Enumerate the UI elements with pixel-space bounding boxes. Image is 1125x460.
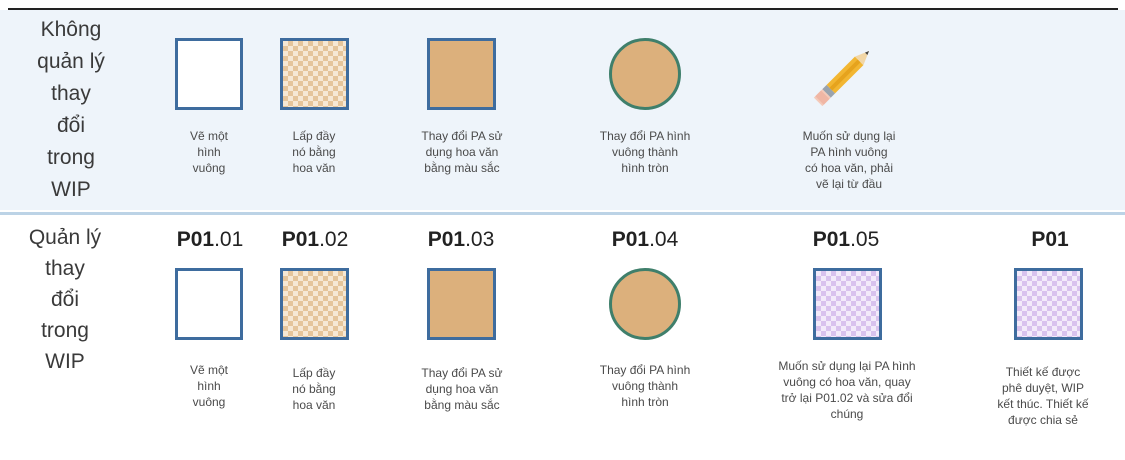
row-label-line: WIP xyxy=(51,178,91,201)
circle-icon xyxy=(609,38,681,110)
color-square-icon xyxy=(427,268,496,340)
step-caption: Vẽ một hình vuông xyxy=(189,129,228,175)
row-divider xyxy=(0,212,1125,215)
step-caption: Muốn sử dụng lại PA hình vuông có hoa vă… xyxy=(802,129,896,191)
purple-square-icon xyxy=(1014,268,1083,340)
row-label-line: đổi xyxy=(50,288,80,311)
step-caption: Vẽ một hình vuông xyxy=(189,363,228,409)
step-caption: Thiết kế được phê duyệt, WIP kết thúc. T… xyxy=(997,365,1089,427)
step-caption: Thay đổi PA sử dụng hoa văn bằng màu sắc xyxy=(421,129,503,175)
patterned-square-icon xyxy=(280,38,349,110)
version-label: P01.03 xyxy=(427,228,495,251)
row-label-line: trong xyxy=(47,146,95,169)
top-rule xyxy=(8,8,1118,10)
row-label-line: Không xyxy=(40,18,102,41)
row-label-line: đổi xyxy=(56,114,86,137)
version-label: P01.02 xyxy=(281,228,349,251)
row-label-line: thay xyxy=(51,82,91,105)
row-label-line: Quản lý xyxy=(28,226,102,249)
version-label: P01.05 xyxy=(812,228,880,251)
row-without-wip-background xyxy=(0,10,1125,210)
step-caption: Lấp đầy nó bằng hoa văn xyxy=(292,129,336,175)
color-square-icon xyxy=(427,38,496,110)
step-caption: Thay đổi PA sử dụng hoa văn bằng màu sắc xyxy=(421,366,503,412)
version-label: P01.04 xyxy=(611,228,679,251)
step-caption: Thay đổi PA hình vuông thành hình tròn xyxy=(599,129,691,175)
circle-icon xyxy=(609,268,681,340)
blank-square-icon xyxy=(175,38,243,110)
step-caption: Muốn sử dụng lại PA hình vuông có hoa vă… xyxy=(778,359,916,421)
step-caption: Thay đổi PA hình vuông thành hình tròn xyxy=(599,363,691,409)
patterned-square-icon xyxy=(280,268,349,340)
blank-square-icon xyxy=(175,268,243,340)
step-caption: Lấp đầy nó bằng hoa văn xyxy=(292,366,336,412)
row-label-line: WIP xyxy=(45,350,85,373)
row-label-line: thay xyxy=(45,257,85,280)
row-label-line: trong xyxy=(41,319,89,342)
row-label-without-wip: Không quản lý thay đổi trong WIP xyxy=(16,14,126,206)
pencil-icon xyxy=(813,50,870,107)
row-label-line: quản lý xyxy=(37,50,105,73)
version-label: P01 xyxy=(1031,228,1069,251)
purple-square-icon xyxy=(813,268,882,340)
version-label: P01.01 xyxy=(176,228,244,251)
row-label-with-wip: Quản lý thay đổi trong WIP xyxy=(10,222,120,377)
